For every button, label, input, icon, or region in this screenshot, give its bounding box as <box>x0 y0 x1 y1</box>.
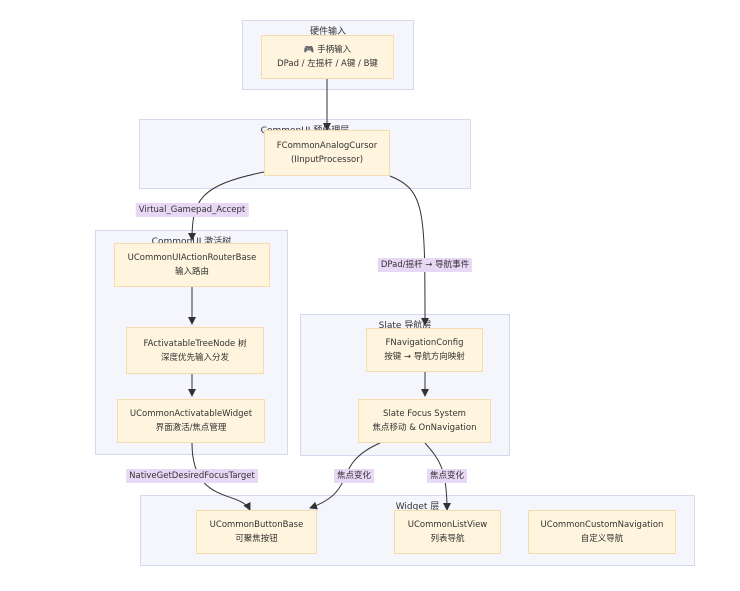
edge-label-focus-change-button: 焦点变化 <box>333 469 375 483</box>
edge-widget-to-button <box>191 442 251 511</box>
node-common-custom-navigation: UCommonCustomNavigation 自定义导航 <box>528 510 676 554</box>
node-activatable-tree: FActivatableTreeNode 树 深度优先输入分发 <box>126 327 264 374</box>
node-action-router: UCommonUIActionRouterBase 输入路由 <box>114 243 270 287</box>
cluster-title: Widget 层 <box>395 502 440 512</box>
cluster-title: Slate 导航层 <box>378 321 432 331</box>
cluster-title: 硬件输入 <box>309 27 346 37</box>
node-slate-focus-system: Slate Focus System 焦点移动 & OnNavigation <box>358 399 491 443</box>
edge-label-virtual-accept: Virtual_Gamepad_Accept <box>135 203 249 217</box>
node-navigation-config: FNavigationConfig 按键 → 导航方向映射 <box>366 328 483 372</box>
edge-cursor-to-router <box>188 171 265 241</box>
node-gamepad-input: 🎮 手柄输入 DPad / 左摇杆 / A键 / B键 <box>261 35 394 79</box>
gamepad-icon: 🎮 <box>303 45 315 55</box>
node-common-button-base: UCommonButtonBase 可聚焦按钮 <box>196 510 317 554</box>
edge-label-dpad-navigation: DPad/摇杆 → 导航事件 <box>377 258 473 272</box>
edge-label-native-focus-target: NativeGetDesiredFocusTarget <box>126 469 258 483</box>
edge-label-focus-change-list: 焦点变化 <box>426 469 468 483</box>
node-common-list-view: UCommonListView 列表导航 <box>394 510 501 554</box>
cluster-title: CommonUI 激活树 <box>151 237 232 247</box>
edge-cursor-to-navconfig <box>389 175 429 326</box>
node-analog-cursor: FCommonAnalogCursor (IInputProcessor) <box>264 130 390 176</box>
node-activatable-widget: UCommonActivatableWidget 界面激活/焦点管理 <box>117 399 265 443</box>
edge-focus-to-listview <box>424 442 451 511</box>
